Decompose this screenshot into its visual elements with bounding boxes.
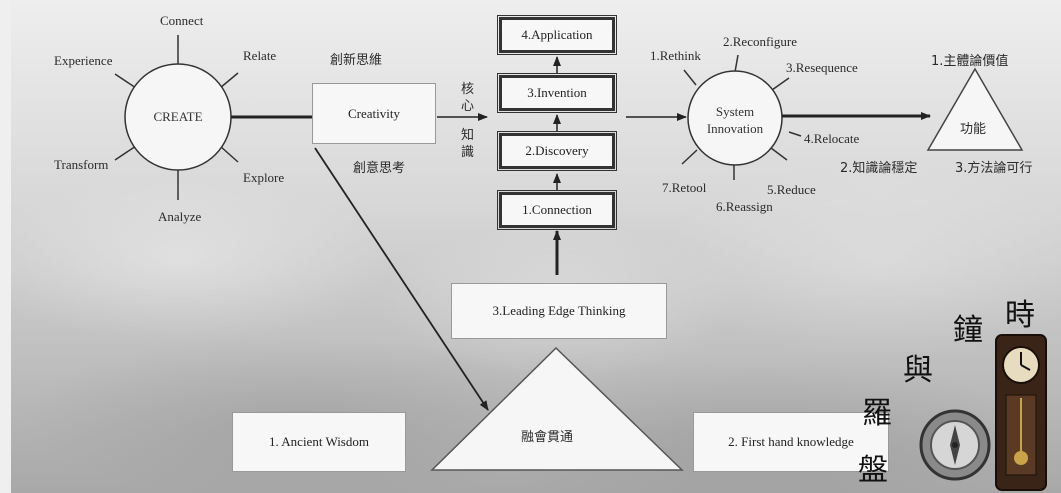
spoke-retool: 7.Retool	[662, 180, 707, 195]
creativity-label-below: 創意思考	[353, 161, 406, 176]
calligraphy-char-1: 時	[1005, 298, 1035, 333]
compass-illustration	[919, 409, 991, 481]
calligraphy-char-2: 鐘	[953, 313, 983, 348]
stack-connection: 1.Connection	[497, 190, 617, 230]
spoke-reconfigure: 2.Reconfigure	[723, 34, 798, 49]
system-hub-line2: Innovation	[706, 121, 764, 136]
calligraphy-char-4: 羅	[862, 396, 892, 431]
core-knowledge-char-1: 核	[461, 82, 475, 97]
integration-label: 融會貫通	[521, 430, 574, 445]
core-knowledge-char-3: 知	[461, 128, 475, 143]
core-knowledge-char-4: 識	[461, 145, 475, 160]
stack-discovery: 2.Discovery	[497, 131, 617, 171]
leading-edge-box: 3.Leading Edge Thinking	[451, 283, 667, 339]
function-left-label: 2.知識論穩定	[840, 161, 918, 176]
spoke-reassign: 6.Reassign	[716, 199, 773, 214]
function-right-label: 3.方法論可行	[955, 161, 1033, 176]
first-hand-knowledge-box: 2. First hand knowledge	[693, 412, 889, 472]
spoke-experience: Experience	[54, 53, 113, 68]
spoke-explore: Explore	[243, 170, 285, 185]
integration-triangle	[430, 346, 684, 471]
stack-invention: 3.Invention	[497, 73, 617, 113]
ancient-wisdom-box: 1. Ancient Wisdom	[232, 412, 406, 472]
system-hub-line1: System	[715, 104, 755, 119]
system-hub-center: System Innovation	[688, 103, 782, 137]
spoke-relocate: 4.Relocate	[804, 131, 860, 146]
function-top-label: 1.主體論價值	[931, 54, 1009, 69]
create-hub-center: CREATE	[153, 109, 203, 124]
spoke-analyze: Analyze	[158, 209, 202, 224]
core-knowledge-char-2: 心	[461, 99, 475, 114]
spoke-reduce: 5.Reduce	[767, 182, 816, 197]
spoke-resequence: 3.Resequence	[786, 60, 858, 75]
function-triangle	[926, 67, 1024, 151]
spoke-transform: Transform	[54, 157, 109, 172]
creativity-label-above: 創新思維	[330, 53, 383, 68]
clock-illustration	[995, 334, 1047, 491]
function-center-label: 功能	[960, 122, 987, 137]
calligraphy-char-3: 與	[903, 353, 933, 388]
creativity-box: Creativity	[312, 83, 436, 144]
left-margin	[0, 0, 11, 493]
stack-application: 4.Application	[497, 15, 617, 55]
system-hub-graphic	[681, 54, 802, 180]
spoke-connect: Connect	[160, 13, 204, 28]
creativity-to-triangle-arrow	[314, 147, 489, 411]
spoke-relate: Relate	[243, 48, 277, 63]
spoke-rethink: 1.Rethink	[650, 48, 701, 63]
calligraphy-char-5: 盤	[858, 453, 888, 488]
